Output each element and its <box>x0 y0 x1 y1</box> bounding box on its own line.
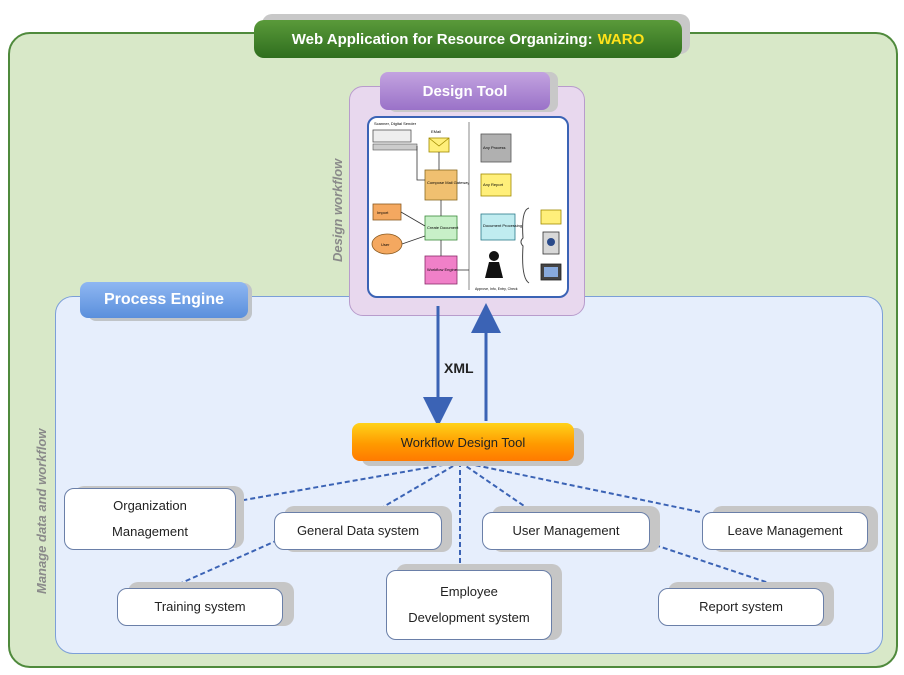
leave-management-node[interactable]: Leave Management <box>702 512 868 550</box>
preview-label-engine: Workflow Engine <box>427 267 458 272</box>
design-tool-label: Design Tool <box>380 72 550 110</box>
preview-label-scanner: Scanner, Digital Sender <box>374 121 417 126</box>
preview-label-any-process: Any Process <box>483 145 505 150</box>
hub-connectors <box>169 461 785 589</box>
process-engine-label: Process Engine <box>80 282 248 318</box>
link-training <box>169 539 279 589</box>
preview-label-user: User <box>381 242 390 247</box>
preview-label-compose: Compose Mail Gateway <box>427 180 469 185</box>
link-leave-management <box>459 461 701 513</box>
preview-label-doc-processing: Document Processing <box>483 223 522 228</box>
training-system-node[interactable]: Training system <box>117 588 283 626</box>
organization-line2: Management <box>112 524 188 539</box>
xml-label: XML <box>444 360 474 376</box>
report-system-node[interactable]: Report system <box>658 588 824 626</box>
workflow-preview-image: Scanner, Digital Sender EMail Compose Ma… <box>367 116 569 298</box>
link-organization <box>243 461 461 501</box>
title-accent: WARO <box>597 30 645 48</box>
preview-label-import: Import <box>377 210 389 215</box>
user-management-node[interactable]: User Management <box>482 512 650 550</box>
workflow-preview-graphic: Scanner, Digital Sender EMail Compose Ma… <box>371 121 562 291</box>
title-bar: Web Application for Resource Organizing:… <box>254 20 682 58</box>
organization-management-node[interactable]: Organization Management <box>64 488 236 550</box>
employee-development-system-node[interactable]: Employee Development system <box>386 570 552 640</box>
general-data-system-node[interactable]: General Data system <box>274 512 442 550</box>
title-text: Web Application for Resource Organizing: <box>291 30 593 48</box>
link-report <box>639 539 785 589</box>
workflow-design-tool-node[interactable]: Workflow Design Tool <box>352 423 574 461</box>
link-user-management <box>459 461 531 511</box>
employee-dev-line1: Employee <box>440 584 498 599</box>
preview-label-any-report: Any Report <box>483 182 504 187</box>
employee-dev-line2: Development system <box>408 610 530 625</box>
preview-label-approve: Approve, Info, Entry, Check <box>475 287 518 291</box>
preview-label-email: EMail <box>431 129 441 134</box>
organization-line1: Organization <box>113 498 187 513</box>
preview-label-create: Create Document <box>427 225 459 230</box>
